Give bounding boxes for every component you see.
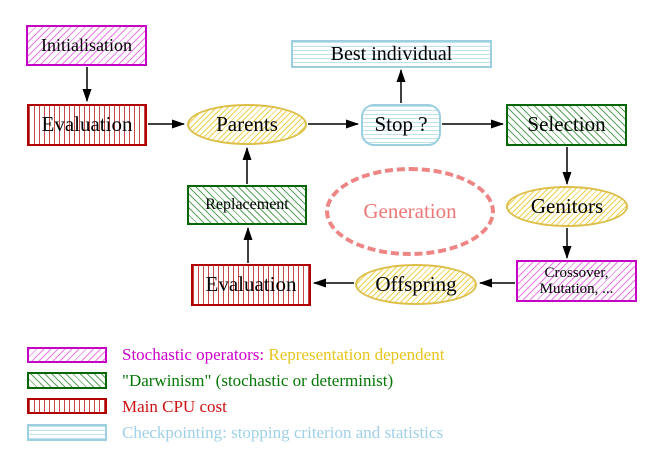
legend-row-cpu-cost: Main CPU cost (122, 397, 227, 417)
crossover-line1: Crossover, (544, 264, 609, 281)
node-replacement: Replacement (187, 185, 307, 225)
legend-swatch-checkpointing (27, 424, 107, 441)
node-genitors: Genitors (506, 186, 628, 227)
legend-swatch-cpu-cost (27, 398, 107, 414)
node-best-individual: Best individual (291, 40, 492, 68)
node-stop-test: Stop ? (361, 104, 441, 146)
crossover-line2: Mutation, ... (539, 281, 614, 297)
legend-text-stochastic-operators: Stochastic operators: (122, 345, 265, 364)
node-evaluation-bottom: Evaluation (191, 264, 311, 306)
legend-text-cpu-cost: Main CPU cost (122, 397, 227, 416)
node-evaluation-top: Evaluation (27, 104, 147, 146)
node-offspring: Offspring (355, 264, 477, 305)
legend-text-darwinism: "Darwinism" (stochastic or determinist) (122, 371, 394, 390)
node-crossover-mutation: Crossover, Mutation, ... (516, 260, 637, 302)
node-initialisation: Initialisation (26, 25, 147, 66)
legend-row-checkpointing: Checkpointing: stopping criterion and st… (122, 423, 443, 443)
legend-text-checkpointing: Checkpointing: stopping criterion and st… (122, 423, 444, 442)
generation-loop-ellipse: Generation (325, 167, 495, 256)
legend-swatch-stochastic-operators (27, 347, 107, 363)
node-selection: Selection (506, 104, 627, 146)
legend-row-darwinism: "Darwinism" (stochastic or determinist) (122, 371, 393, 391)
legend-row-stochastic-operators: Stochastic operators: Representation dep… (122, 345, 444, 365)
legend-text-representation-dependent: Representation dependent (268, 345, 445, 364)
node-parents: Parents (187, 104, 307, 145)
legend-swatch-darwinism (27, 372, 107, 389)
